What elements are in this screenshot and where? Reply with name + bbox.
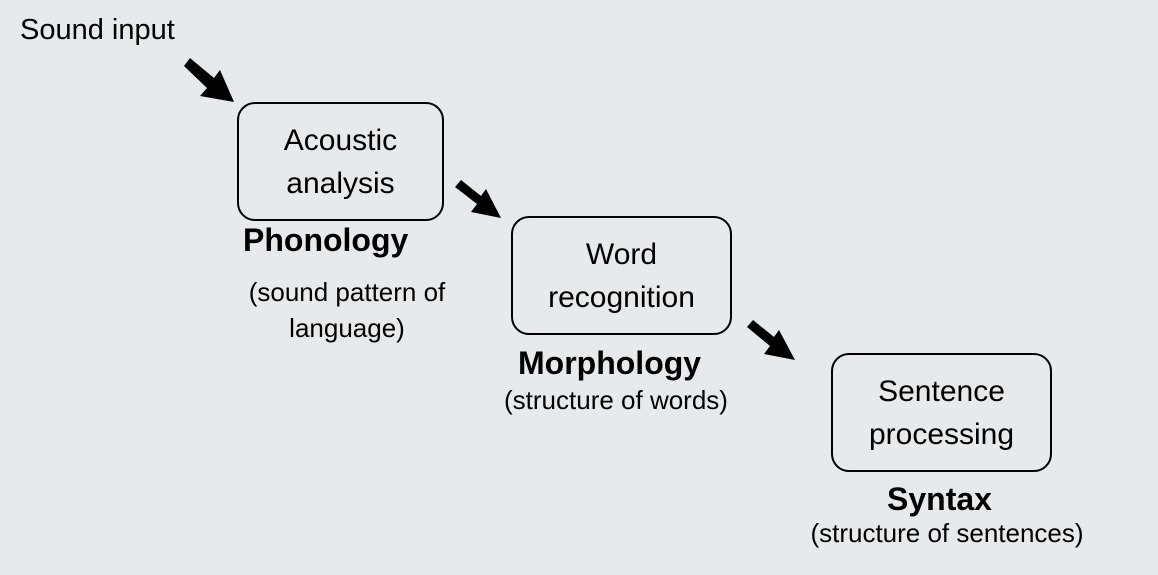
stage-box-line: processing (868, 417, 1015, 451)
stage-box-acoustic-analysis: Acoustic analysis (237, 102, 444, 221)
stage-box-word-recognition: Word recognition (511, 216, 732, 335)
stage-box-line: Word (585, 237, 658, 271)
stage-box-line: Sentence (878, 374, 1005, 408)
stage-box-line: Acoustic (283, 123, 398, 157)
sound-input-label: Sound input (20, 14, 175, 46)
stage-description-line: (sound pattern of (248, 277, 446, 307)
stage-title-phonology: Phonology (243, 222, 409, 258)
arrow-icon (455, 180, 501, 218)
arrow-icon (747, 320, 795, 360)
stage-box-line: recognition (548, 280, 695, 314)
stage-title-syntax: Syntax (887, 481, 992, 517)
stage-description-phonology: (sound pattern of language) (236, 274, 458, 346)
stage-box-sentence-processing: Sentence processing (831, 353, 1052, 472)
stage-box-line: analysis (286, 166, 395, 200)
stage-description-line: language) (289, 313, 405, 343)
stage-description-line: (structure of sentences) (810, 518, 1084, 548)
stage-description-line: (structure of words) (504, 385, 728, 415)
stage-title-morphology: Morphology (518, 345, 702, 381)
stage-description-syntax: (structure of sentences) (798, 515, 1096, 551)
arrow-icon (184, 58, 234, 102)
stage-description-morphology: (structure of words) (490, 382, 742, 418)
